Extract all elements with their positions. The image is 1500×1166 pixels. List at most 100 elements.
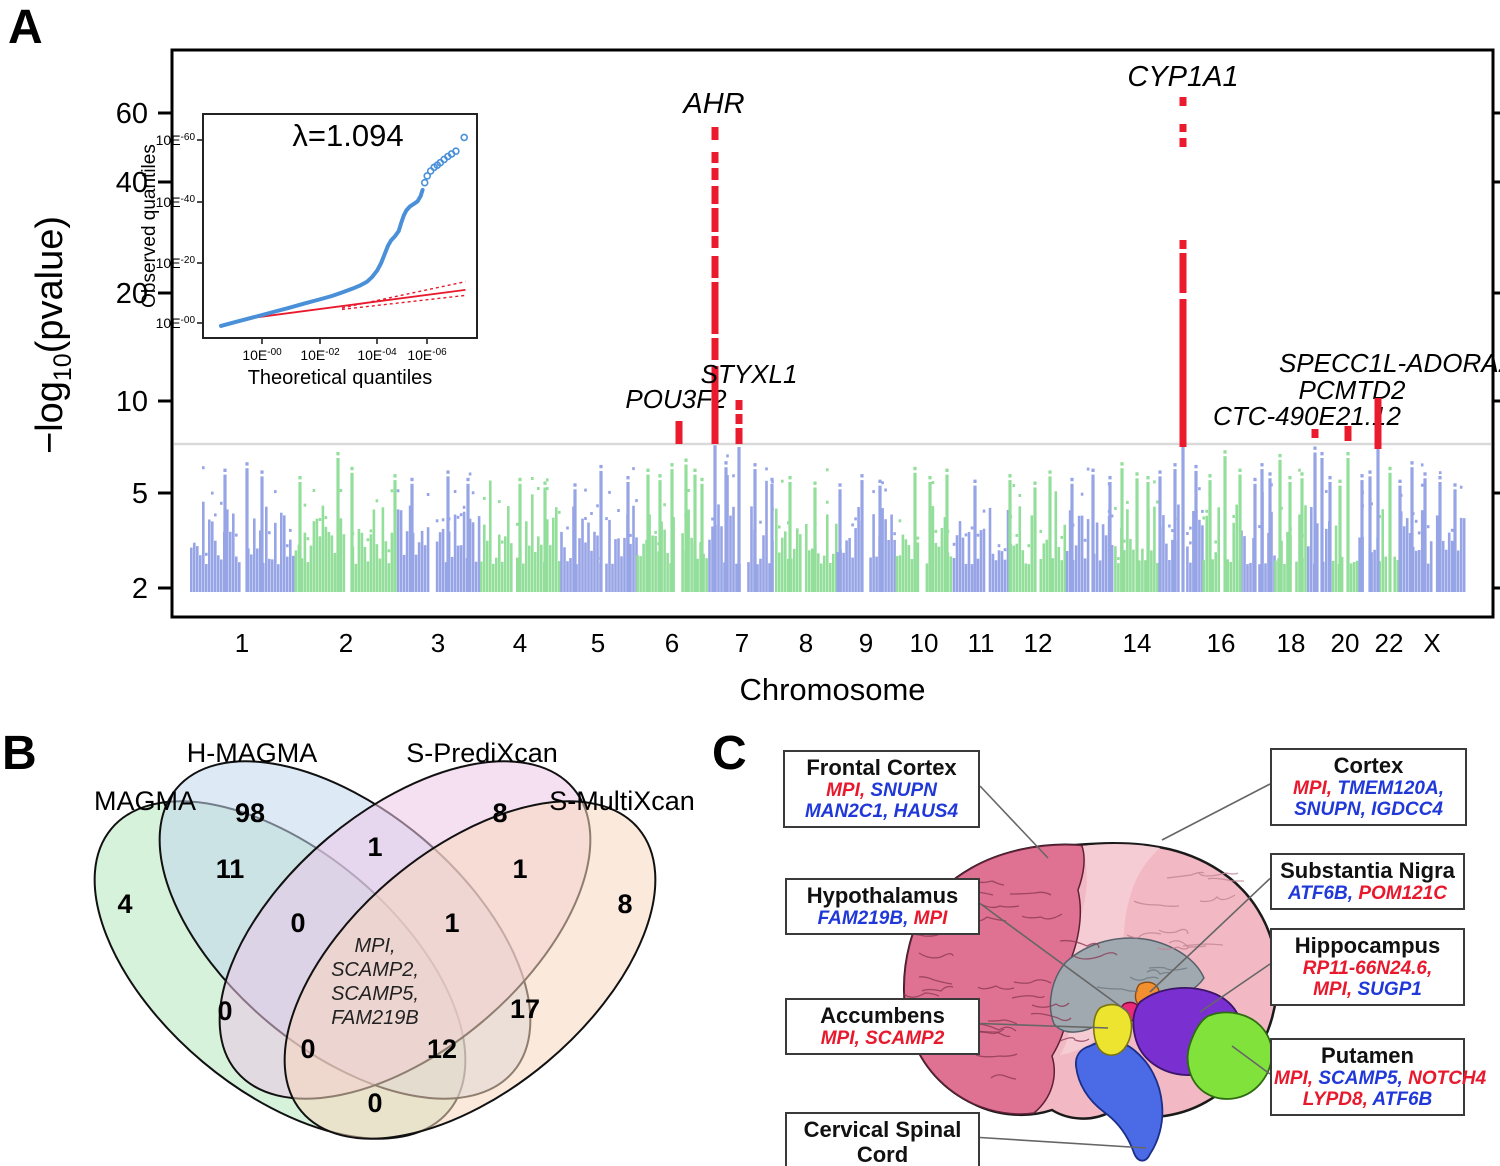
significant-peak xyxy=(675,421,683,444)
snp-column xyxy=(1074,545,1078,592)
significant-peak xyxy=(1344,426,1352,441)
snp-column xyxy=(477,516,481,592)
snp-column xyxy=(265,506,268,592)
snp-column xyxy=(375,544,379,592)
snp-column xyxy=(851,557,854,592)
snp-column xyxy=(327,532,331,592)
snp-column xyxy=(232,513,235,592)
snp-column xyxy=(453,514,457,592)
snp-column xyxy=(1144,560,1147,592)
snp-column xyxy=(303,532,307,592)
significant-peak xyxy=(1179,253,1187,293)
snp-column xyxy=(1198,519,1201,592)
snp-column xyxy=(1051,558,1055,592)
snp-column xyxy=(829,563,832,592)
chromosome-label: 16 xyxy=(1207,628,1236,658)
snp-column xyxy=(504,536,507,592)
snp-column xyxy=(217,555,220,592)
snp-column xyxy=(578,538,581,592)
snp-column xyxy=(220,559,223,592)
snp-column xyxy=(522,563,525,592)
connector-line xyxy=(1149,877,1271,993)
snp-column xyxy=(937,546,941,592)
lambda-value: λ=1.094 xyxy=(292,118,403,153)
snp-column xyxy=(1006,509,1010,592)
qq-y-tick: 10E-60 xyxy=(156,132,196,148)
snp-column xyxy=(229,531,232,592)
snp-column xyxy=(904,539,908,592)
snp-column xyxy=(642,543,645,592)
snp-column xyxy=(1045,539,1049,592)
qq-x-tick: 10E-04 xyxy=(357,347,397,363)
snp-column xyxy=(1316,523,1319,592)
snp-column xyxy=(294,550,298,592)
snp-column xyxy=(799,534,802,592)
significant-peak xyxy=(711,168,719,180)
panel-a-label: A xyxy=(8,1,43,54)
snp-column xyxy=(489,480,492,592)
snp-column xyxy=(423,545,427,592)
snp-column xyxy=(1202,560,1205,592)
snp-column xyxy=(823,555,826,592)
venn-set-label: MAGMA xyxy=(94,786,196,816)
snp-column xyxy=(778,552,781,592)
snp-column xyxy=(1015,543,1019,592)
snp-column xyxy=(1246,564,1249,592)
snp-column xyxy=(1168,560,1171,592)
snp-column xyxy=(560,531,563,592)
significant-peak xyxy=(735,428,743,444)
snp-column xyxy=(1095,522,1099,592)
snp-column xyxy=(555,507,558,592)
snp-column xyxy=(991,553,995,592)
connector-line xyxy=(1161,783,1271,841)
y-tick-label: 60 xyxy=(116,98,148,130)
snp-column xyxy=(750,506,753,592)
significant-peak xyxy=(711,208,719,232)
snp-column xyxy=(784,531,787,592)
snp-column xyxy=(238,562,241,592)
snp-column xyxy=(253,518,256,592)
qq-x-tick: 10E-02 xyxy=(300,347,340,363)
chromosome-label: 6 xyxy=(665,628,679,658)
brain-illustration xyxy=(903,783,1279,1162)
venn-count: 98 xyxy=(235,798,265,828)
snp-column xyxy=(1232,522,1235,592)
snp-column xyxy=(729,515,732,592)
snp-column xyxy=(495,557,498,592)
snp-column xyxy=(842,552,845,592)
snp-column xyxy=(1065,551,1069,592)
snp-column xyxy=(1349,563,1353,592)
connector-line xyxy=(1231,1045,1271,1075)
snp-column xyxy=(869,557,872,592)
snp-column xyxy=(259,530,262,592)
snp-column xyxy=(756,564,759,592)
snp-column xyxy=(507,506,510,592)
snp-column xyxy=(1057,547,1061,592)
snp-column xyxy=(787,558,790,592)
connector-line xyxy=(979,1136,1147,1149)
snp-column xyxy=(1083,558,1087,592)
snp-column xyxy=(952,558,956,592)
y-tick-label: 5 xyxy=(132,478,148,510)
snp-column xyxy=(280,512,283,592)
snp-column xyxy=(283,515,286,592)
snp-column xyxy=(1462,518,1466,592)
snp-column xyxy=(441,528,445,592)
snp-column xyxy=(190,547,193,592)
snp-column xyxy=(845,540,848,592)
snp-column xyxy=(1450,540,1454,592)
snp-column xyxy=(817,553,820,592)
snp-column xyxy=(1171,539,1174,592)
snp-column xyxy=(608,519,611,592)
snp-column xyxy=(363,546,367,592)
snp-column xyxy=(747,562,750,592)
snp-column xyxy=(289,539,292,592)
snp-column xyxy=(1459,517,1463,592)
snp-column xyxy=(324,526,328,592)
venn-count: 1 xyxy=(512,854,527,884)
snp-column xyxy=(537,536,540,592)
snp-column xyxy=(408,505,412,592)
snp-column xyxy=(1126,509,1129,592)
snp-column xyxy=(1141,548,1144,592)
